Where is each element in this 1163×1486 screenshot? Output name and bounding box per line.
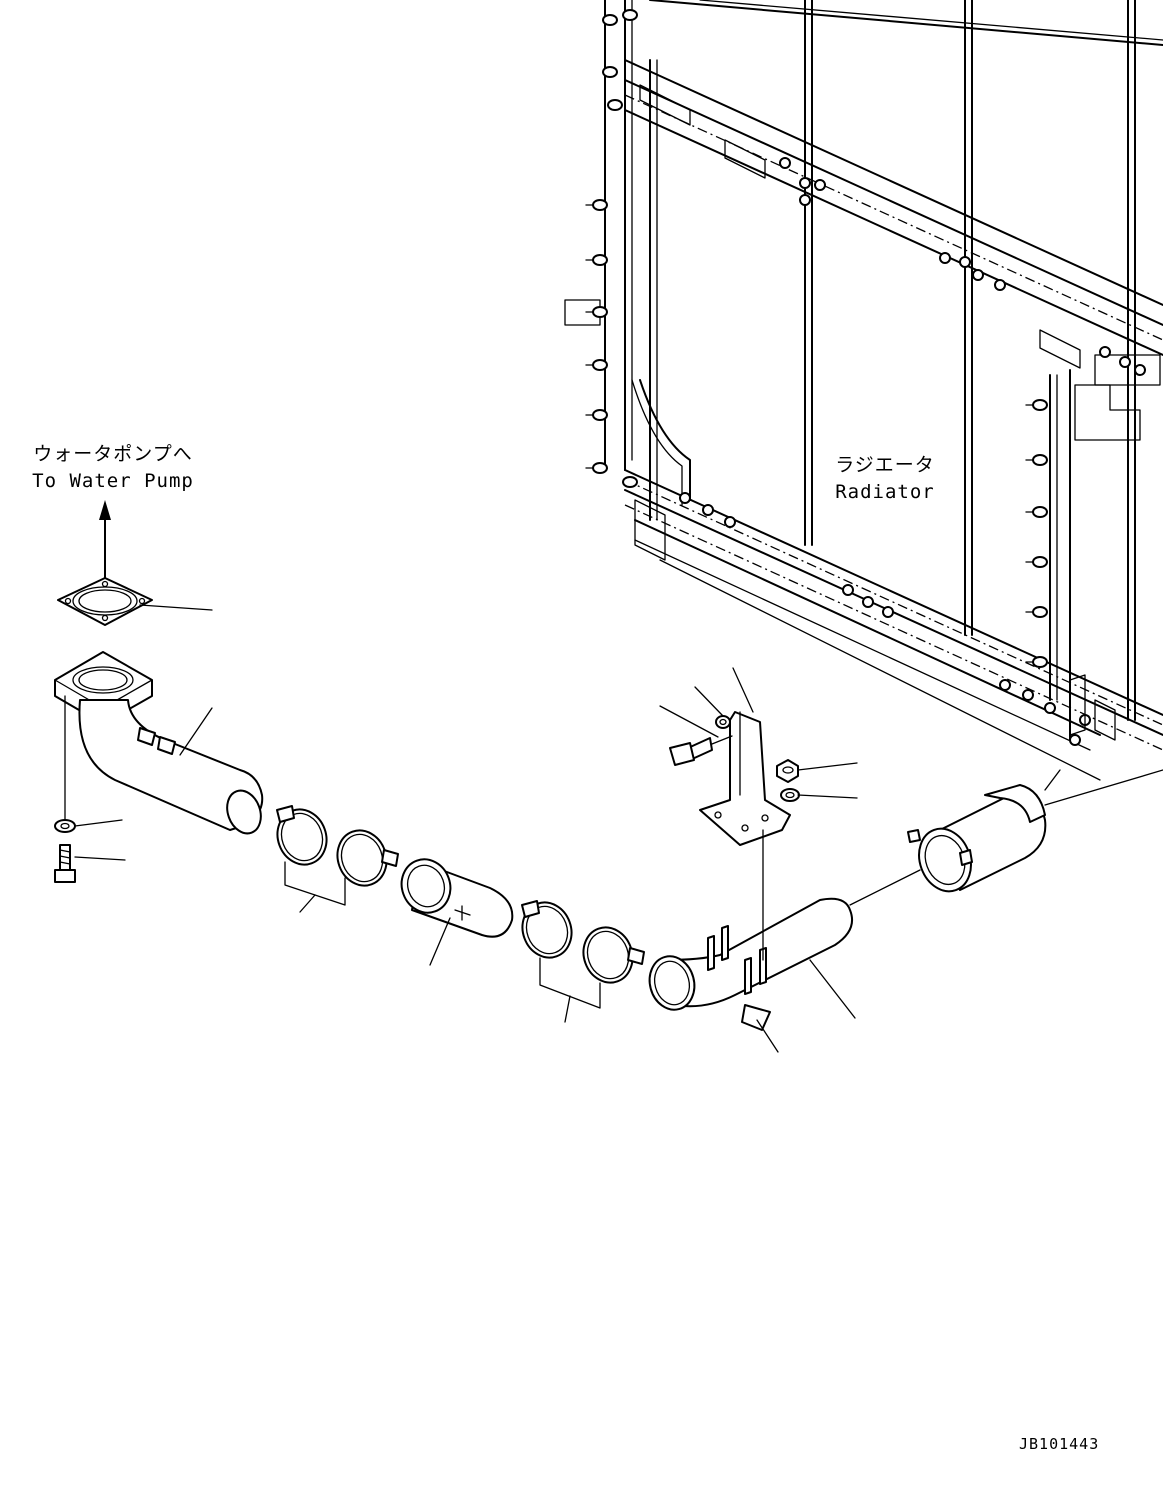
- frame-bolts: [585, 9, 1146, 746]
- arrow-to-water-pump: [99, 500, 111, 579]
- bolt-small: [54, 844, 76, 883]
- pipe-studs: [707, 925, 767, 995]
- to-water-pump-label-en: To Water Pump: [32, 470, 194, 492]
- lower-bent-pipe: [648, 897, 854, 1031]
- bracket-bolt: [669, 735, 733, 766]
- mount-bracket: [699, 711, 791, 961]
- drawing-code: JB101443: [1019, 1435, 1100, 1453]
- straight-hose: [400, 858, 514, 938]
- clamp-pair-1: [276, 805, 399, 887]
- radiator-frame: [564, 0, 1163, 781]
- radiator-outlet: [907, 769, 1061, 893]
- gasket: [57, 577, 153, 626]
- elbow-pipe: [54, 651, 264, 835]
- leader-lines: [74, 604, 858, 1053]
- clamp-pair-2: [521, 900, 645, 984]
- washer-small: [54, 819, 76, 833]
- radiator-label-en: Radiator: [835, 481, 935, 503]
- radiator-label-jp: ラジエータ: [835, 454, 935, 476]
- bracket-washer-2: [780, 788, 800, 802]
- bracket-nut: [776, 759, 799, 783]
- bracket-washer: [715, 715, 731, 729]
- to-water-pump-label-jp: ウォータポンプへ: [33, 443, 193, 465]
